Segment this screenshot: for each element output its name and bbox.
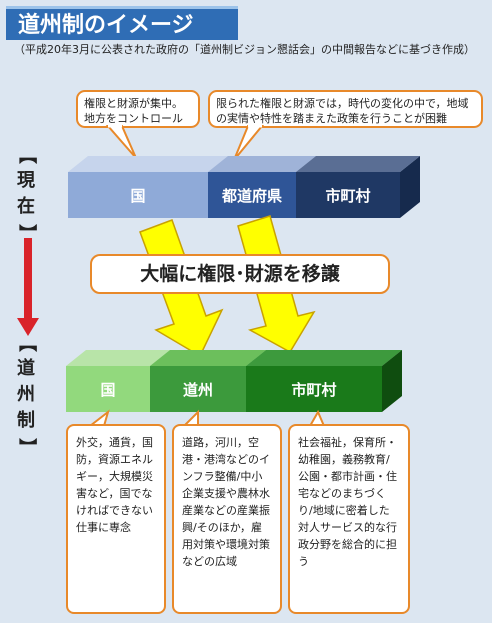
current-kuni-label: 国: [130, 186, 146, 205]
current-shichoson-label: 市町村: [325, 186, 371, 205]
page-subtitle: （平成20年3月に公表された政府の「道州制ビジョン懇話会」の中間報告などに基づき…: [14, 43, 475, 56]
box-shichoson-duties: 社会福祉，保育所・幼稚園，義務教育/公園・都市計画・住宅などのまちづくり/地域に…: [288, 424, 410, 614]
future-shichoson-label: 市町村: [291, 380, 337, 399]
callout-limited-resources: 限られた権限と財源では，時代の変化の中で，地域の実情や特性を踏まえた政策を行うこ…: [208, 90, 483, 128]
label-current: 【 現 在 】: [16, 146, 37, 242]
transition-arrow-icon: [17, 238, 39, 336]
box-kuni-duties: 外交，通貨，国防，資源エネルギー，大規模災害など，国でなければできない仕事に専念: [66, 424, 166, 614]
transfer-banner: 大幅に権限･財源を移譲: [90, 254, 390, 294]
page-title: 道州制のイメージ: [6, 6, 238, 40]
box-doshu-duties: 道路，河川，空港・港湾などのインフラ整備/中小企業支援や農林水産業などの産業振興…: [172, 424, 282, 614]
callout-tail-left: [105, 125, 137, 159]
future-doshu-label: 道州: [182, 380, 213, 399]
label-doshusei: 【 道 州 制 】: [16, 334, 37, 456]
current-todofuken-label: 都道府県: [221, 186, 282, 205]
future-kuni-label: 国: [100, 380, 116, 399]
callout-central-concentration: 権限と財源が集中。地方をコントロール: [76, 90, 200, 128]
future-bar-3d: [66, 350, 402, 412]
current-bar-3d: [68, 156, 420, 218]
callout-tail-right: [233, 125, 265, 161]
